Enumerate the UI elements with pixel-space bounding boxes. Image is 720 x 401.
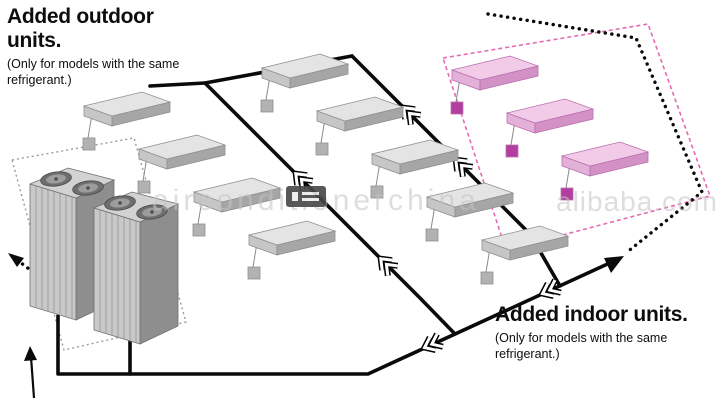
added-indoor-unit [450,55,539,115]
outdoor-units-caption: Added outdoor units. (Only for models wi… [7,5,192,88]
arrowhead-left-icon [8,253,24,267]
added-indoor-unit [560,141,649,201]
indoor-unit [425,182,514,242]
added-indoor-unit [505,98,594,158]
indoor-unit [370,139,459,199]
outdoor-units [29,167,179,345]
arrowhead-right-icon [604,256,624,273]
added-pipe-top-right [486,12,705,255]
indoor-unit [137,134,226,194]
added-indoor-units [450,55,649,201]
indoor-unit [315,96,404,156]
outdoor-units-title: Added outdoor units. [7,5,154,52]
indoor-units-note: (Only for models with the same refrigera… [495,331,668,361]
pipe-main [56,259,616,376]
indoor-units-caption: Added indoor units. (Only for models wit… [495,303,695,362]
indoor-unit [82,91,171,151]
outdoor-units-note: (Only for models with the same refrigera… [7,57,180,87]
indoor-unit [247,220,336,280]
indoor-units-title: Added indoor units. [495,303,688,326]
outdoor-unit [93,191,179,345]
pointer-arrow [24,346,37,399]
indoor-unit [260,53,349,113]
indoor-unit [192,177,281,237]
branch-joint-icon [422,334,443,354]
connection-arrows [8,253,624,273]
